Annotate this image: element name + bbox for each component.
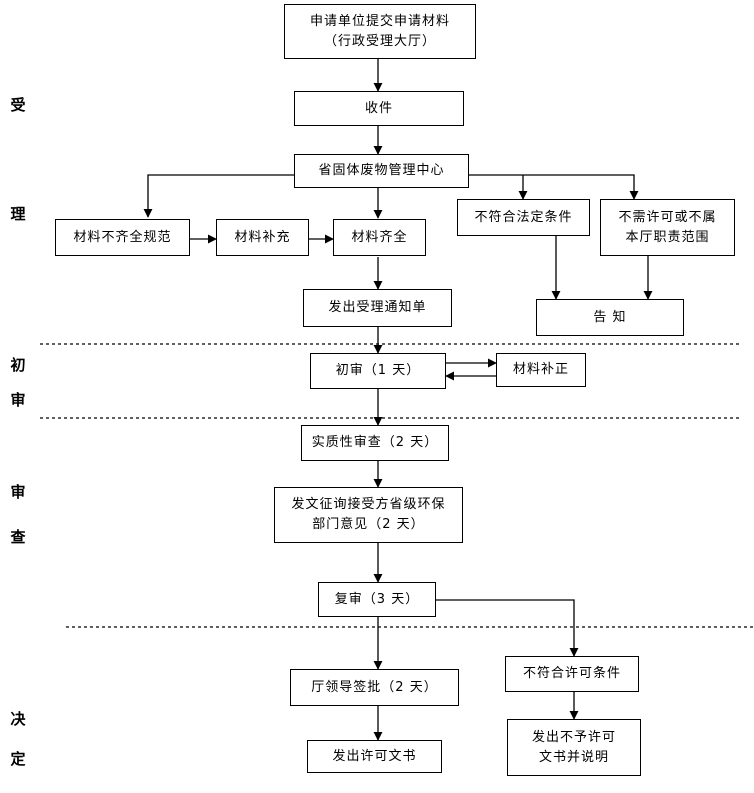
arrow-center-incomplete (143, 174, 294, 218)
box-materials-incomplete: 材料不齐全规范 (55, 219, 190, 256)
box-consult-opinion: 发文征询接受方省级环保 部门意见（2 天） (274, 487, 463, 543)
stage-label-preliminary-2: 审 (10, 391, 26, 409)
box-issue-permit: 发出许可文书 (307, 740, 442, 773)
box-receive: 收件 (294, 91, 464, 126)
stage-label-acceptance-1: 受 (10, 96, 26, 114)
stage-label-acceptance-2: 理 (10, 205, 26, 223)
stage-label-preliminary-1: 初 (10, 356, 26, 374)
box-not-legal-conditions: 不符合法定条件 (457, 199, 590, 236)
arrow-center-not-legal (469, 174, 639, 200)
box-preliminary-review: 初审（1 天） (310, 353, 446, 389)
stage-label-review-2: 查 (10, 528, 26, 546)
stage-label-decision-1: 决 (10, 710, 26, 728)
box-not-meet-conditions: 不符合许可条件 (505, 656, 639, 692)
box-material-correction: 材料补正 (496, 353, 586, 387)
box-recheck: 复审（3 天） (318, 582, 436, 617)
stage-label-review-1: 审 (10, 483, 26, 501)
box-substantive-review: 实质性审查（2 天） (301, 425, 449, 461)
box-no-permit-needed: 不需许可或不属 本厅职责范围 (600, 199, 735, 256)
box-materials-complete: 材料齐全 (333, 219, 426, 256)
arrow-recheck-not-meet (436, 599, 579, 657)
box-leader-approval: 厅领导签批（2 天） (290, 669, 459, 706)
box-issue-rejection: 发出不予许可 文书并说明 (507, 719, 641, 776)
box-submit-application: 申请单位提交申请材料 （行政受理大厅） (284, 4, 476, 59)
box-inform: 告 知 (536, 299, 684, 336)
box-solid-waste-center: 省固体废物管理中心 (294, 154, 469, 188)
box-materials-supplement: 材料补充 (216, 219, 309, 256)
box-acceptance-notice: 发出受理通知单 (303, 289, 452, 327)
stage-label-decision-2: 定 (10, 750, 26, 768)
